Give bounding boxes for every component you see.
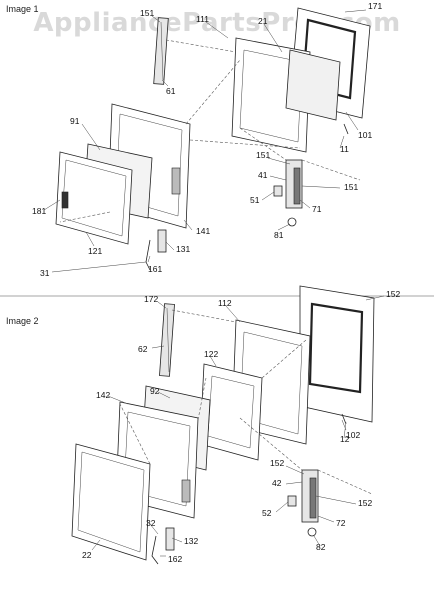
image2-part-label: 22 — [82, 550, 92, 560]
image1-part-label: 21 — [258, 16, 268, 26]
part-82-screw — [307, 527, 317, 537]
image2-part-label: 72 — [336, 518, 346, 528]
image2-part-label: 32 — [146, 518, 156, 528]
image1-leader-lines — [43, 9, 367, 273]
image2-part-label: 152 — [270, 458, 284, 468]
image1-part-label: 111 — [196, 14, 209, 24]
part-141-handle-slot — [171, 167, 181, 195]
part-52-bracket — [287, 495, 297, 507]
part-131-hinge — [157, 229, 167, 253]
image1-part-label: 151 — [256, 150, 270, 160]
part-21-glass — [285, 49, 341, 121]
image1-part-label: 61 — [166, 86, 176, 96]
part-121-outer-door — [55, 151, 133, 245]
image1-part-label: 151 — [140, 8, 154, 18]
image2-part-label: 92 — [150, 386, 160, 396]
image1-part-label: 31 — [40, 268, 50, 278]
image2-title: Image 2 — [6, 316, 39, 326]
image2-part-label: 152 — [358, 498, 372, 508]
part-152-strip — [159, 303, 175, 377]
image1-part-label: 171 — [368, 1, 382, 11]
image2-part-label: 112 — [218, 298, 232, 308]
image2-part-label: 122 — [204, 349, 218, 359]
image2-part-label: 52 — [262, 508, 272, 518]
image1-diagram — [43, 7, 371, 273]
image1-title: Image 1 — [6, 4, 39, 14]
part-132-hinge — [165, 527, 175, 551]
image2-part-label: 132 — [184, 536, 198, 546]
image1-part-label: 121 — [88, 246, 102, 256]
image1-assembly-lines — [59, 39, 361, 223]
part-71-hinge-arm — [293, 167, 301, 205]
part-151-strip — [153, 17, 169, 85]
image1-part-label: 101 — [358, 130, 372, 140]
image1-part-label: 141 — [196, 226, 210, 236]
image1-part-label: 181 — [32, 206, 46, 216]
part-162-spring — [151, 535, 159, 565]
image1-part-label: 11 — [340, 144, 349, 154]
image1-part-label: 131 — [176, 244, 190, 254]
image2-part-label: 62 — [138, 344, 148, 354]
part-22-outer-panel — [71, 443, 151, 561]
part-22-inner — [77, 451, 145, 553]
image1-part-label: 81 — [274, 230, 284, 240]
image2-diagram — [71, 285, 385, 565]
part-12-screw — [341, 413, 347, 425]
image2-part-label: 12 — [340, 434, 350, 444]
part-72-hinge-arm — [309, 477, 317, 519]
part-181-emblem — [61, 191, 69, 209]
image1-part-label: 91 — [70, 116, 80, 126]
image1-part-label: 71 — [312, 204, 322, 214]
part-152-strip-detail — [166, 307, 170, 373]
image2-part-label: 42 — [272, 478, 282, 488]
image2-part-label: 102 — [346, 430, 360, 440]
image1-labels: 171 151 111 21 61 91 101 11 151 41 151 51 71 181 121 14… — [32, 1, 382, 278]
image2-part-label: 152 — [386, 289, 400, 299]
part-172-window — [308, 302, 364, 394]
image1-part-label: 151 — [344, 182, 358, 192]
part-11-screw — [343, 123, 349, 135]
image1-part-label: 41 — [258, 170, 268, 180]
part-81-screw — [287, 217, 297, 227]
part-51-bracket — [273, 185, 283, 197]
part-142-handle-slot — [181, 479, 191, 503]
image2-leader-lines — [91, 295, 385, 557]
image2-part-label: 82 — [316, 542, 326, 552]
image2-part-label: 162 — [168, 554, 182, 564]
image2-part-label: 172 — [144, 294, 158, 304]
part-111-inner — [239, 49, 303, 143]
image2-part-label: 142 — [96, 390, 110, 400]
image2-assembly-lines — [119, 309, 373, 495]
part-151-strip-detail — [160, 21, 164, 81]
image1-part-label: 161 — [148, 264, 162, 274]
image1-part-label: 51 — [250, 195, 260, 205]
